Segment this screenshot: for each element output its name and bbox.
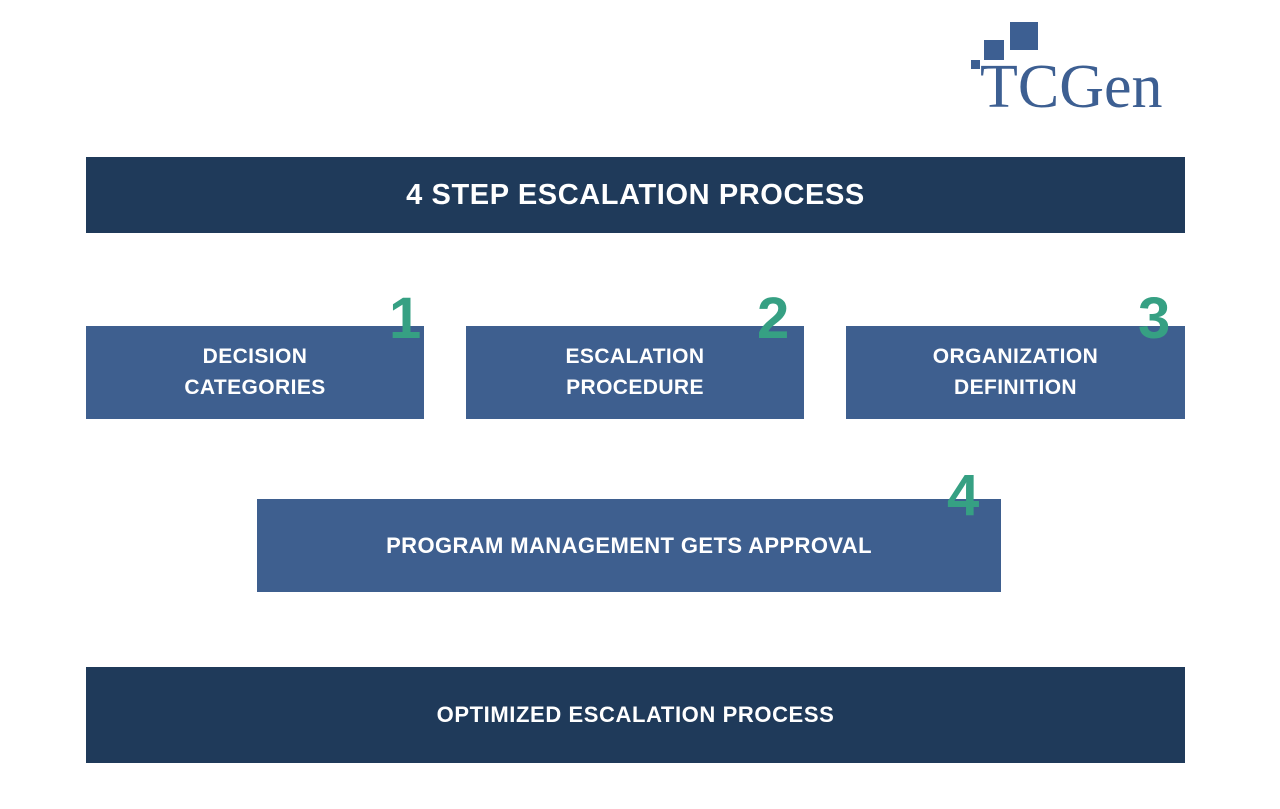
step-label-2: ESCALATION PROCEDURE [565,345,705,399]
step-label-4: PROGRAM MANAGEMENT GETS APPROVAL [386,532,872,558]
logo-square-medium-icon [984,40,1004,60]
logo-square-large-icon [1010,22,1038,50]
step-box-escalation-procedure[interactable]: ESCALATION PROCEDURE [466,326,804,419]
step-label-3: ORGANIZATION DEFINITION [932,345,1099,399]
step-label-1: DECISION CATEGORIES [184,345,326,399]
title-banner-text: 4 STEP ESCALATION PROCESS [406,178,865,211]
logo-wordmark: TCGen [980,53,1163,121]
step-box-decision-categories[interactable]: DECISION CATEGORIES [86,326,424,419]
title-banner: 4 STEP ESCALATION PROCESS [86,157,1185,233]
footer-banner: OPTIMIZED ESCALATION PROCESS [86,667,1185,763]
footer-banner-text: OPTIMIZED ESCALATION PROCESS [436,702,835,727]
step-box-organization-definition[interactable]: ORGANIZATION DEFINITION [846,326,1185,419]
logo-square-small-icon [971,60,980,69]
tcgen-logo: TCGen [960,18,1178,118]
step-box-program-management-gets-approval[interactable]: PROGRAM MANAGEMENT GETS APPROVAL [257,499,1001,592]
